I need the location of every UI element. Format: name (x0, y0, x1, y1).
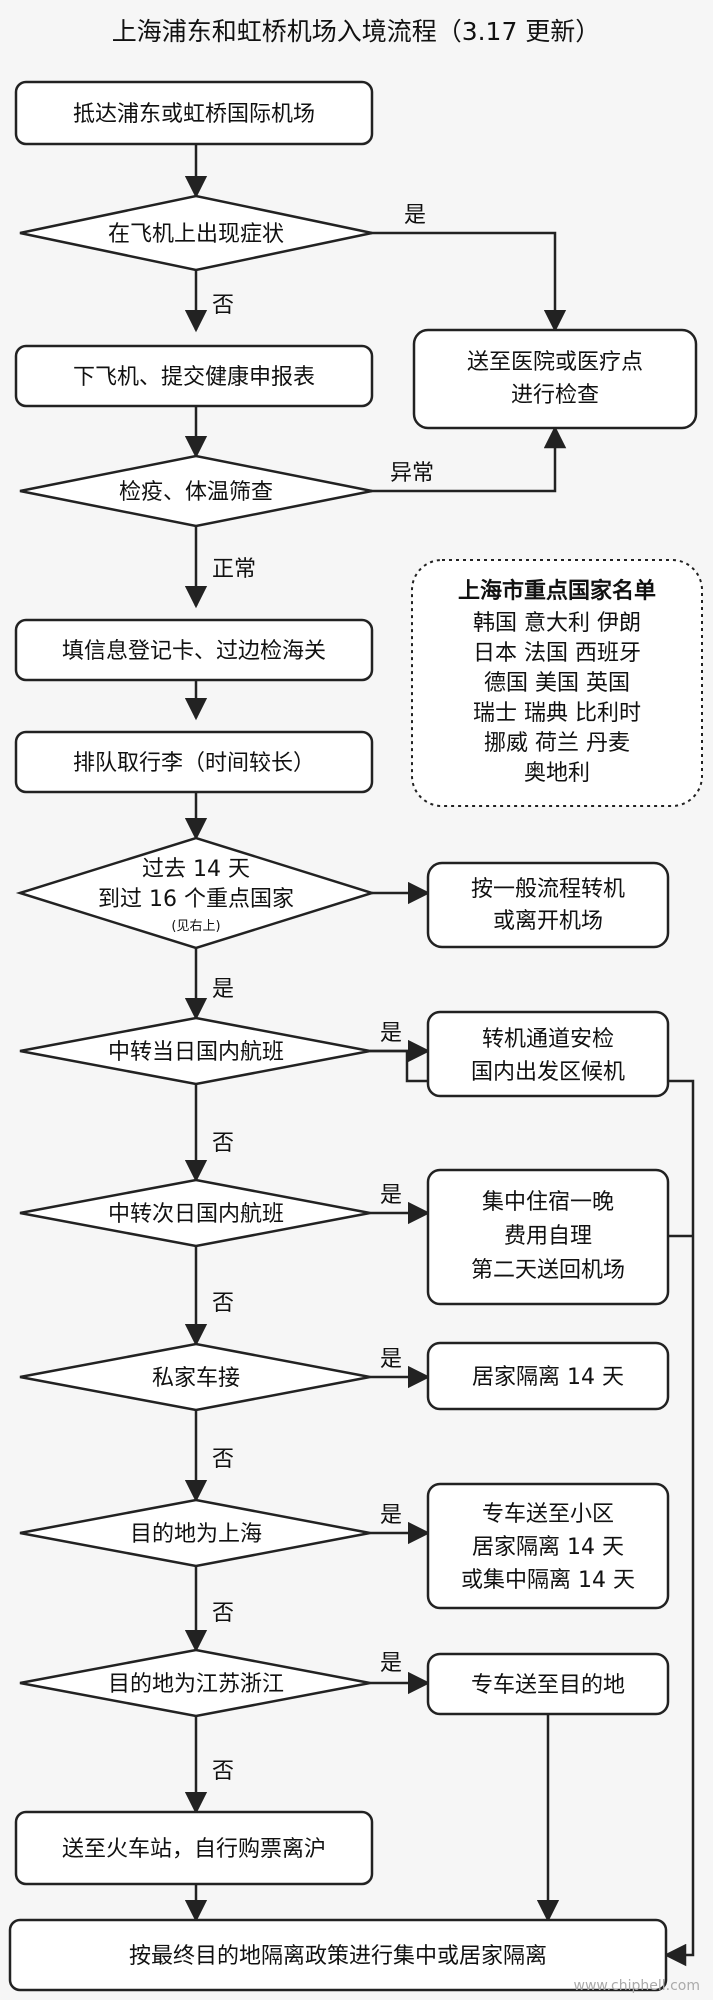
node-overnight-line2: 费用自理 (504, 1224, 592, 1249)
node-same-day (19, 1016, 371, 1086)
node-overnight-line3: 第二天送回机场 (471, 1258, 625, 1283)
node-quarantine (19, 454, 373, 528)
label-visited-yes: 是 (212, 977, 234, 1002)
node-visited (15, 836, 377, 950)
label-quarantine-abnormal: 异常 (390, 461, 434, 486)
node-overnight (426, 1168, 670, 1306)
node-shuttle-community-line2: 居家隔离 14 天 (472, 1535, 624, 1560)
key-country-row-2: 日本 法国 西班牙 (473, 641, 641, 666)
node-luggage-label: 排队取行李（时间较长） (73, 751, 315, 776)
label-quarantine-normal: 正常 (212, 557, 256, 582)
node-register-label: 填信息登记卡、过边检海关 (62, 639, 326, 664)
page-title: 上海浦东和虹桥机场入境流程（3.17 更新） (112, 17, 601, 46)
node-hospital-line2: 进行检查 (511, 383, 599, 408)
node-quarantine-label: 检疫、体温筛查 (119, 480, 273, 505)
node-luggage (14, 730, 374, 794)
node-next-day (19, 1178, 371, 1248)
label-sameday-yes: 是 (380, 1021, 402, 1046)
label-nextday-yes: 是 (380, 1183, 402, 1208)
node-hospital-line1: 送至医院或医疗点 (467, 350, 643, 375)
label-sameday-no: 否 (212, 1131, 234, 1156)
node-next-day-label: 中转次日国内航班 (108, 1202, 284, 1227)
node-same-day-label: 中转当日国内航班 (108, 1040, 284, 1065)
label-jszj-no: 否 (212, 1759, 234, 1784)
key-country-box (411, 559, 703, 807)
node-visited-line1: 过去 14 天 (142, 857, 250, 882)
watermark: www.chiphell.com (574, 1978, 700, 1994)
node-normal-transfer-line2: 或离开机场 (493, 909, 603, 934)
label-nextday-no: 否 (212, 1291, 234, 1316)
key-country-row-3: 德国 美国 英国 (484, 671, 630, 696)
node-home14 (426, 1341, 670, 1411)
node-to-jszj (19, 1648, 371, 1718)
node-arrive-label: 抵达浦东或虹桥国际机场 (73, 102, 315, 127)
label-privatecar-no: 否 (212, 1447, 234, 1472)
key-country-row-5: 挪威 荷兰 丹麦 (484, 731, 630, 756)
arrow-quarantine-hospital (370, 425, 567, 493)
node-transfer-security-line2: 国内出发区候机 (471, 1060, 625, 1085)
node-private-car-label: 私家车接 (152, 1366, 240, 1391)
node-symptoms-label: 在飞机上出现症状 (108, 222, 284, 247)
node-visited-note: (见右上) (171, 919, 220, 934)
node-train-label: 送至火车站，自行购票离沪 (62, 1837, 326, 1862)
node-shuttle-community-line3: 或集中隔离 14 天 (461, 1568, 635, 1593)
label-symptoms-yes: 是 (404, 203, 426, 228)
connectors (184, 144, 695, 1967)
node-to-shanghai-label: 目的地为上海 (130, 1522, 262, 1547)
node-final-label: 按最终目的地隔离政策进行集中或居家隔离 (129, 1944, 547, 1969)
key-country-row-1: 韩国 意大利 伊朗 (473, 611, 641, 636)
node-register (14, 618, 374, 682)
node-transfer-security-line1: 转机通道安检 (482, 1027, 614, 1052)
label-privatecar-yes: 是 (380, 1347, 402, 1372)
node-to-shanghai (19, 1498, 371, 1568)
node-visited-line2: 到过 16 个重点国家 (98, 887, 294, 912)
key-country-row-6: 奥地利 (524, 761, 590, 786)
node-deplane (14, 344, 374, 408)
node-hospital (412, 328, 698, 430)
label-shanghai-yes: 是 (380, 1503, 402, 1528)
arrow-symptoms-hospital (370, 231, 567, 333)
node-deplane-label: 下飞机、提交健康申报表 (73, 365, 315, 390)
label-symptoms-no: 否 (212, 293, 234, 318)
node-shuttle-community (426, 1482, 670, 1610)
label-shanghai-no: 否 (212, 1601, 234, 1626)
node-normal-transfer-line1: 按一般流程转机 (471, 877, 625, 902)
node-home14-label: 居家隔离 14 天 (472, 1365, 624, 1390)
node-shuttle-dest (426, 1652, 670, 1716)
node-private-car (19, 1342, 371, 1412)
key-country-title: 上海市重点国家名单 (458, 578, 656, 604)
node-transfer-security (426, 1010, 670, 1098)
label-jszj-yes: 是 (380, 1651, 402, 1676)
node-to-jszj-label: 目的地为江苏浙江 (108, 1672, 284, 1697)
node-train (14, 1810, 374, 1886)
node-shuttle-community-line1: 专车送至小区 (482, 1502, 614, 1527)
node-overnight-line1: 集中住宿一晚 (482, 1190, 614, 1215)
node-normal-transfer (426, 861, 670, 949)
node-final (8, 1918, 668, 1992)
node-symptoms (19, 194, 373, 272)
key-country-row-4: 瑞士 瑞典 比利时 (473, 701, 641, 726)
node-arrive (14, 80, 374, 146)
node-shuttle-dest-label: 专车送至目的地 (471, 1673, 625, 1698)
